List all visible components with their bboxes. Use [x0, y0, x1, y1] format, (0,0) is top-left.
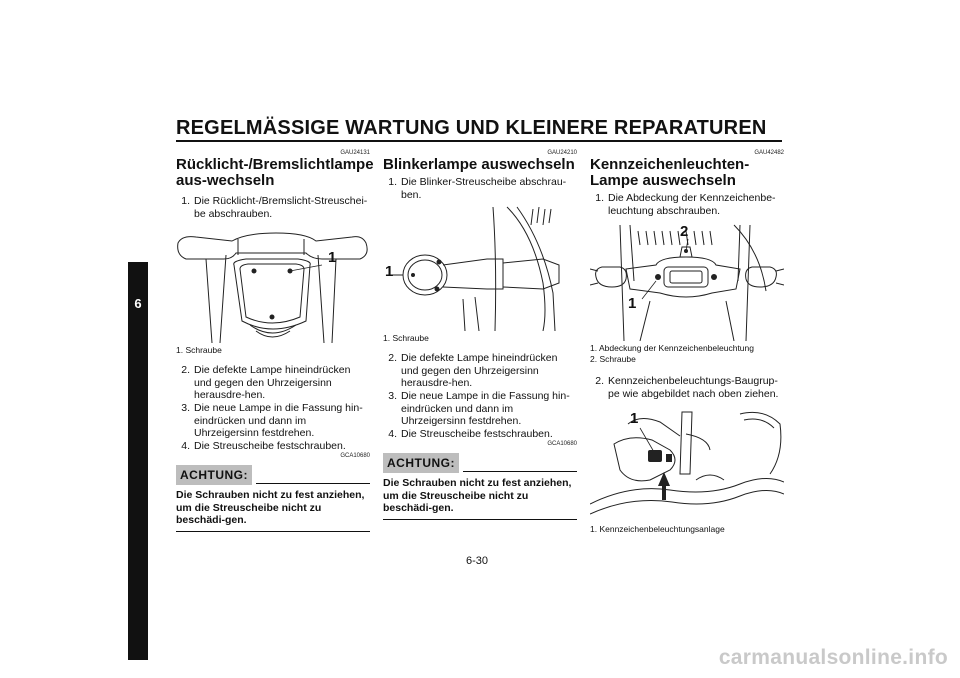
figure-license-light: 1 2	[589, 221, 785, 342]
watermark: carmanualsonline.info	[718, 646, 948, 669]
caution-badge: ACHTUNG:	[176, 465, 252, 486]
license-light-illustration	[589, 224, 785, 342]
caution-code: GCA10680	[340, 453, 370, 460]
tail-light-illustration	[177, 232, 368, 344]
chapter-tab	[128, 262, 148, 660]
chapter-number: 6	[134, 296, 142, 311]
step: 3.Die neue Lampe in die Fassung hin-eind…	[181, 401, 363, 440]
figure-caption: 1. Schraube	[176, 345, 222, 356]
turn-signal-illustration	[387, 206, 560, 332]
step: 2.Die defekte Lampe hineindrücken und ge…	[388, 352, 558, 390]
section-code: GAU24210	[547, 150, 577, 156]
section-code: GAU42482	[754, 150, 784, 156]
section-heading: Blinkerlampe auswechseln	[383, 156, 575, 173]
step: 1.Die Rücklicht-/Bremslicht-Streuschei-b…	[181, 195, 368, 220]
caution-header: ACHTUNG:	[176, 465, 370, 486]
step: 4.Die Streuscheibe festschrauben.	[388, 427, 553, 440]
figure-caption: 1. Schraube	[383, 333, 429, 344]
section-heading: Rücklicht-/Bremslichtlampe aus-wechseln	[176, 156, 374, 189]
section-code: GAU24131	[340, 150, 370, 156]
figure-caption: 2. Schraube	[590, 354, 636, 365]
step: 1.Die Blinker-Streuscheibe abschrau-ben.	[388, 176, 567, 201]
section-tail-light: GAU24131 Rücklicht-/Bremslichtlampe aus-…	[176, 150, 374, 532]
caution-text: Die Schrauben nicht zu fest anziehen, um…	[383, 477, 577, 520]
caution-header: ACHTUNG:	[383, 453, 577, 474]
header-rule	[176, 140, 782, 142]
step: 3.Die neue Lampe in die Fassung hin-eind…	[388, 389, 570, 428]
caution-text: Die Schrauben nicht zu fest anziehen, um…	[176, 489, 370, 532]
figure-label-1: 1	[628, 295, 637, 313]
figure-label: 1	[385, 263, 394, 281]
caution-badge: ACHTUNG:	[383, 453, 459, 474]
figure-caption: 1. Abdeckung der Kennzeichenbeleuchtung	[590, 343, 754, 354]
step: 4.Die Streuscheibe festschrauben.	[181, 439, 346, 452]
figure-label-2: 2	[680, 223, 689, 241]
figure-turn-signal: 1	[383, 203, 577, 332]
figure-label: 1	[630, 410, 639, 428]
figure-label: 1	[328, 249, 337, 267]
caution-code: GCA10680	[547, 441, 577, 448]
page-number: 6-30	[466, 555, 489, 567]
page-title: REGELMÄSSIGE WARTUNG UND KLEINERE REPARA…	[176, 117, 767, 139]
section-turn-signal: GAU24210 Blinkerlampe auswechseln 1.Die …	[383, 150, 577, 520]
step: 2.Kennzeichenbeleuchtungs-Baugrup-pe wie…	[595, 375, 779, 400]
figure-caption: 1. Kennzeichenbeleuchtungsanlage	[590, 524, 725, 535]
figure-license-light-assembly: 1	[589, 404, 785, 522]
figure-tail-light: 1	[176, 225, 370, 344]
license-light-assembly-illustration	[589, 411, 785, 515]
step: 2.Die defekte Lampe hineindrücken und ge…	[181, 364, 351, 402]
section-heading: Kennzeichenleuchten-Lampe auswechseln	[590, 156, 750, 189]
section-license-light: GAU42482 Kennzeichenleuchten-Lampe auswe…	[589, 150, 785, 535]
step: 1.Die Abdeckung der Kennzeichenbe-leucht…	[595, 192, 776, 217]
